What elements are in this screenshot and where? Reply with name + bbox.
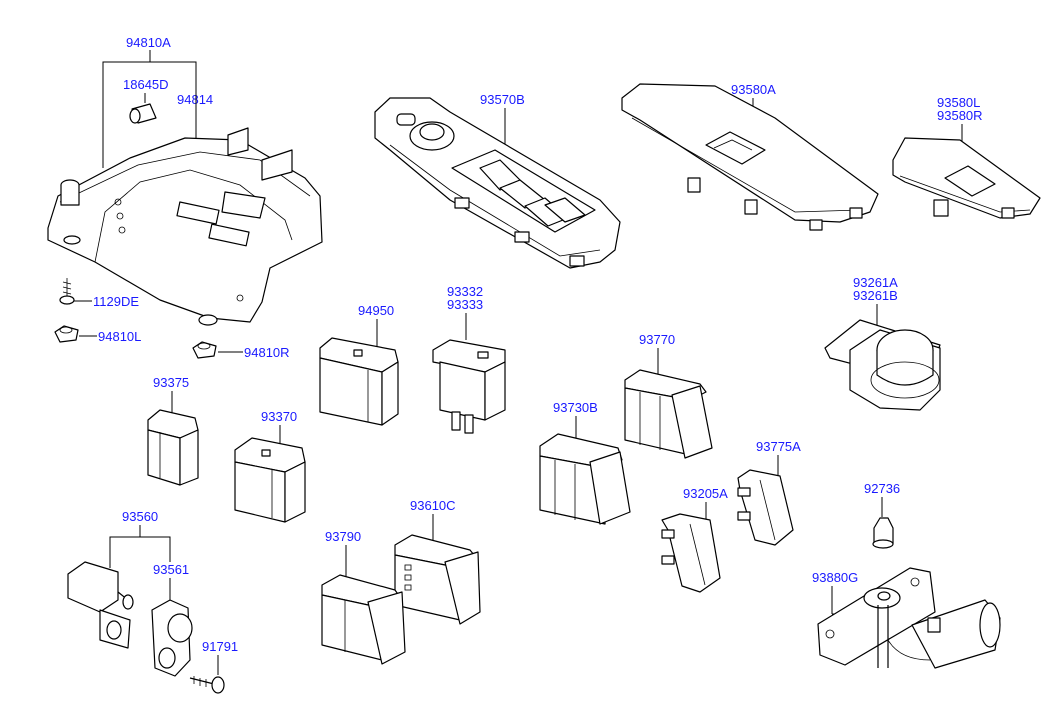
label-93205A[interactable]: 93205A: [683, 486, 728, 501]
main-window-switch-part: [374, 97, 621, 269]
screw-part-91791: [189, 676, 225, 694]
switch-part-93790: [321, 574, 406, 665]
label-93570B[interactable]: 93570B: [480, 92, 525, 107]
label-18645D[interactable]: 18645D: [123, 77, 169, 92]
label-94810A[interactable]: 94810A: [126, 35, 171, 50]
label-93770[interactable]: 93770: [639, 332, 675, 347]
label-93333[interactable]: 93333: [447, 297, 483, 312]
part-labels: 94810A 18645D 94814 1129DE 94810L 94810R…: [93, 35, 983, 654]
switch-part-93610C: [394, 534, 481, 625]
switch-part-93205A: [661, 513, 721, 593]
label-93560[interactable]: 93560: [122, 509, 158, 524]
sensor-assembly-part: [817, 567, 1001, 669]
label-93580A[interactable]: 93580A: [731, 82, 776, 97]
label-91791[interactable]: 91791: [202, 639, 238, 654]
label-94814[interactable]: 94814: [177, 92, 213, 107]
label-92736[interactable]: 92736: [864, 481, 900, 496]
label-93561[interactable]: 93561: [153, 562, 189, 577]
cap-part-92736: [872, 517, 894, 549]
screw-part-1129DE: [59, 278, 75, 305]
label-94950[interactable]: 94950: [358, 303, 394, 318]
label-94810L[interactable]: 94810L: [98, 329, 141, 344]
label-93332[interactable]: 93332: [447, 284, 483, 299]
label-93370[interactable]: 93370: [261, 409, 297, 424]
clip-part-94810R: [192, 341, 217, 359]
rear-window-switch-part: [892, 137, 1041, 219]
label-93880G[interactable]: 93880G: [812, 570, 858, 585]
switch-part-93730B: [539, 433, 631, 525]
label-93610C[interactable]: 93610C: [410, 498, 456, 513]
label-93261B[interactable]: 93261B: [853, 288, 898, 303]
clip-part-94810L: [54, 325, 79, 343]
label-93375[interactable]: 93375: [153, 375, 189, 390]
knob-part-93261: [824, 319, 941, 411]
label-94810R[interactable]: 94810R: [244, 345, 290, 360]
switch-part-93561: [151, 599, 193, 677]
label-93580R[interactable]: 93580R: [937, 108, 983, 123]
console-bezel-part: [47, 127, 323, 326]
label-93261A[interactable]: 93261A: [853, 275, 898, 290]
label-93790[interactable]: 93790: [325, 529, 361, 544]
bulb-part: [129, 103, 157, 124]
label-1129DE[interactable]: 1129DE: [93, 294, 139, 309]
switch-part-93332: [432, 339, 506, 434]
relay-part-94950: [319, 337, 399, 426]
switch-part-93375: [147, 409, 199, 486]
passenger-switch-panel-part: [621, 83, 879, 231]
switch-part-93370: [234, 437, 306, 523]
switch-part-93560: [67, 561, 134, 649]
label-93775A[interactable]: 93775A: [756, 439, 801, 454]
label-93730B[interactable]: 93730B: [553, 400, 598, 415]
label-93580L[interactable]: 93580L: [937, 95, 980, 110]
switch-part-93770: [624, 369, 713, 459]
switch-part-93775A: [737, 469, 794, 546]
